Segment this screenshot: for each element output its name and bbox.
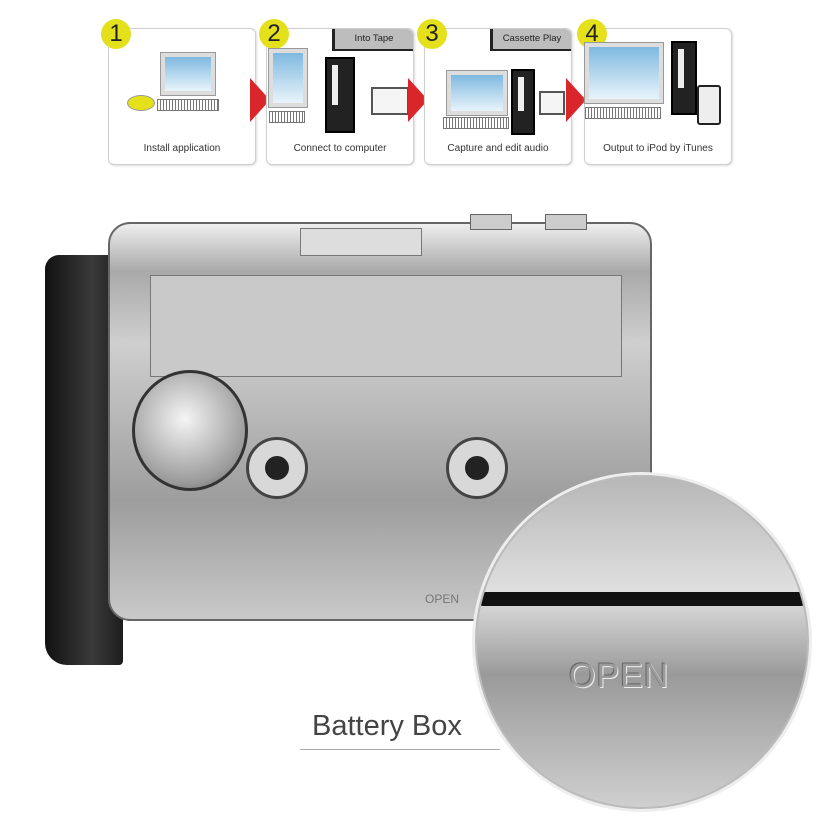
callout-line <box>300 749 500 750</box>
control-button <box>470 214 512 230</box>
keyboard-icon <box>443 117 509 129</box>
battery-box-magnifier: OPEN <box>475 475 809 809</box>
speaker <box>132 370 248 491</box>
reel-spindle <box>446 437 508 499</box>
top-flap <box>300 228 422 256</box>
computer-tower-icon <box>511 69 535 135</box>
cassette-player-icon <box>371 87 409 115</box>
battery-slot <box>477 592 807 606</box>
monitor-icon <box>446 70 508 116</box>
step-number: 1 <box>101 19 131 49</box>
monitor-icon <box>160 52 216 96</box>
keyboard-icon <box>157 99 219 111</box>
monitor-icon <box>584 42 664 104</box>
computer-tower-icon <box>671 41 697 115</box>
keyboard-icon <box>585 107 661 119</box>
step-caption: Output to iPod by iTunes <box>603 143 713 154</box>
step-1-install: 1 Install application <box>101 19 256 165</box>
step-caption: Install application <box>143 143 221 154</box>
step-number: 3 <box>417 19 447 49</box>
step-caption: Connect to computer <box>293 143 387 154</box>
battery-box-label: Battery Box <box>312 710 462 742</box>
step-caption: Capture and edit audio <box>447 143 549 154</box>
open-label-small: OPEN <box>425 592 460 606</box>
control-button <box>545 214 587 230</box>
step-4-output: 4 Output to iPod by iTunes <box>577 19 732 165</box>
ipod-icon <box>697 85 721 125</box>
arrow-icon <box>408 78 428 122</box>
tape-mechanism <box>150 275 622 377</box>
computer-tower-icon <box>325 57 355 133</box>
arrow-icon <box>566 78 586 122</box>
step-tag: Into Tape <box>332 29 413 51</box>
arrow-icon <box>250 78 270 122</box>
step-number: 2 <box>259 19 289 49</box>
step-tag: Cassette Play <box>490 29 571 51</box>
step-3-capture: 3 Cassette Play Capture and edit audio <box>417 19 572 165</box>
open-label: OPEN <box>569 657 670 695</box>
reel-spindle <box>246 437 308 499</box>
monitor-icon <box>268 48 308 108</box>
cd-icon <box>127 95 155 111</box>
step-2-connect: 2 Into Tape Connect to computer <box>259 19 414 165</box>
cassette-player-icon <box>539 91 565 115</box>
keyboard-icon <box>269 111 305 123</box>
